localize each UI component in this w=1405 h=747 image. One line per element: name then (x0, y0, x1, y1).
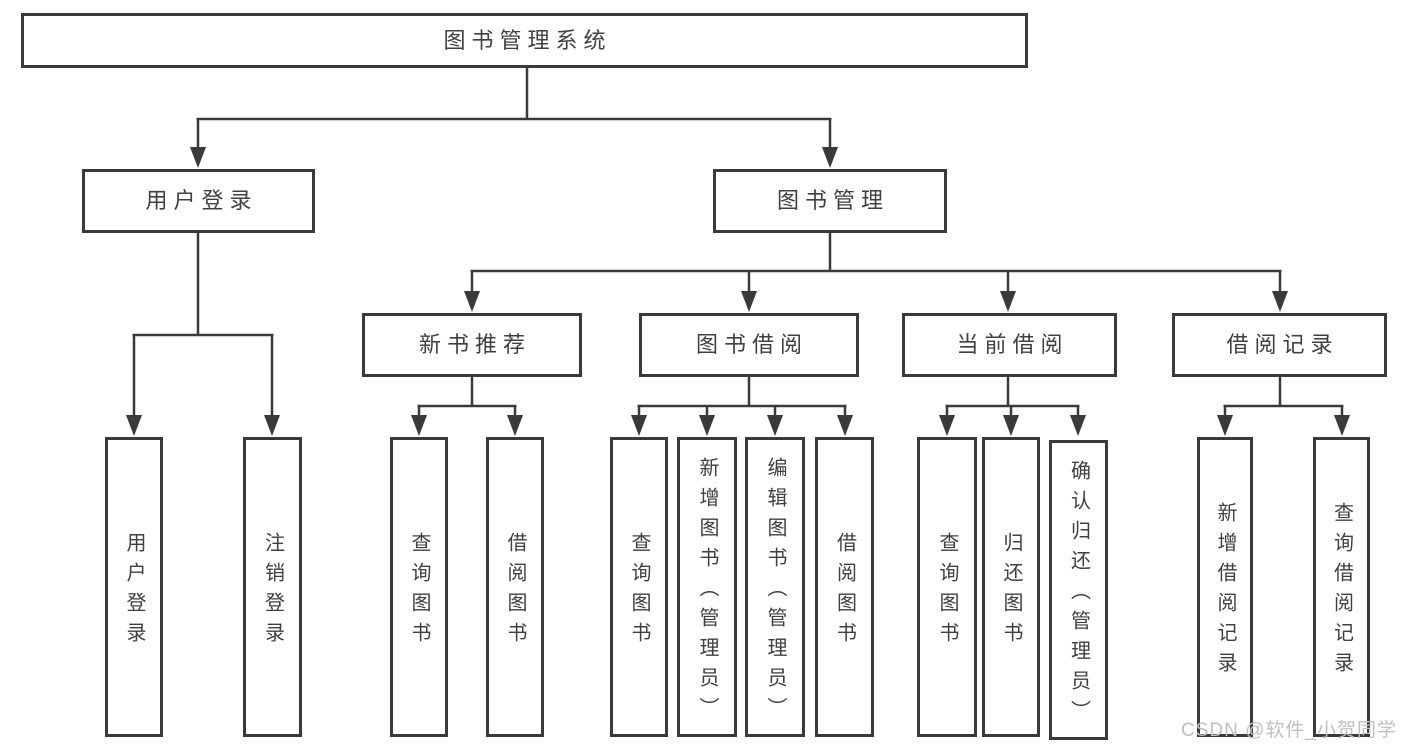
node-book-borrowing: 图书借阅 (639, 313, 859, 377)
leaf-label: 查询借阅记录 (1330, 502, 1353, 682)
leaf-label: 新增图书（管理员） (696, 457, 718, 727)
leaf-label: 查询图书 (408, 532, 430, 652)
arrowheads (126, 147, 1350, 436)
leaf-user-login: 用户登录 (105, 437, 163, 737)
node-user-login: 用户登录 (82, 169, 315, 233)
leaf-edit-books-admin: 编辑图书（管理员） (745, 437, 805, 737)
node-label: 新书推荐 (418, 332, 531, 357)
leaf-query-borrow-record: 查询借阅记录 (1313, 437, 1370, 737)
node-label: 图书管理 (776, 188, 889, 213)
csdn-watermark: CSDN @软件_小贺同学 (1181, 720, 1397, 741)
node-new-book-recommendation: 新书推荐 (362, 313, 582, 377)
node-library-management-system: 图书管理系统 (21, 13, 1028, 68)
leaf-label: 查询图书 (936, 532, 958, 652)
node-label: 图书管理系统 (443, 27, 612, 53)
leaf-label: 归还图书 (1000, 532, 1022, 652)
node-label: 当前借阅 (956, 332, 1069, 357)
leaf-borrow-books: 借阅图书 (486, 437, 544, 737)
leaf-add-borrow-record: 新增借阅记录 (1197, 437, 1253, 737)
node-current-borrowing: 当前借阅 (902, 313, 1117, 377)
leaf-label: 查询图书 (628, 532, 650, 652)
leaf-logout: 注销登录 (243, 437, 302, 737)
leaf-confirm-return-admin: 确认归还（管理员） (1049, 440, 1108, 740)
leaf-label: 用户登录 (123, 532, 145, 652)
leaf-label: 借阅图书 (504, 532, 526, 652)
leaf-label: 注销登录 (261, 532, 284, 652)
leaf-return-books: 归还图书 (982, 437, 1040, 737)
node-label: 图书借阅 (695, 332, 808, 357)
leaf-label: 确认归还（管理员） (1067, 460, 1090, 730)
node-borrowing-records: 借阅记录 (1172, 313, 1387, 377)
node-label: 用户登录 (145, 188, 258, 213)
leaf-add-books-admin: 新增图书（管理员） (677, 437, 737, 737)
node-book-management: 图书管理 (713, 169, 947, 233)
leaf-query-books: 查询图书 (917, 437, 977, 737)
leaf-query-books: 查询图书 (610, 437, 668, 737)
leaf-borrow-books: 借阅图书 (815, 437, 874, 737)
node-label: 借阅记录 (1226, 332, 1339, 357)
leaf-label: 新增借阅记录 (1214, 502, 1236, 682)
leaf-label: 编辑图书（管理员） (764, 457, 786, 727)
leaf-query-books: 查询图书 (390, 437, 448, 737)
leaf-label: 借阅图书 (833, 532, 856, 652)
